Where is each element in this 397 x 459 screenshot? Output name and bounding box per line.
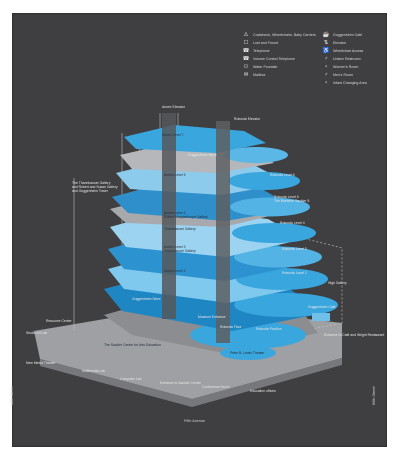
entrance-cafe-label: Entrance to Café and Wright Restaurant — [324, 333, 385, 337]
rotunda-level-6-label: Rotunda Level 6 — [270, 173, 295, 177]
rotunda-elevator-core — [216, 121, 230, 343]
conference-room-label: Conference Room — [202, 385, 230, 389]
legend-label: Elevator — [333, 41, 347, 45]
water-fountain-icon: ⚇ — [243, 64, 249, 70]
new-media-theater-label: New Media Theater — [26, 361, 56, 365]
rotunda-floor-label: Rotunda Floor — [220, 325, 242, 329]
legend-label: Coatcheck, Wheelchairs, Baby Carriers — [253, 33, 316, 37]
legend-item: ♂ Unisex Restroom — [322, 55, 367, 63]
street-left-label: 88th Street — [10, 386, 14, 405]
street-right-label: 89th Street — [372, 386, 376, 405]
annex-level-2-label: Annex Level 2 — [164, 269, 186, 273]
rotunda-level-4-label: Rotunda Level 4 — [280, 221, 305, 225]
annex-level-5-label: Annex Level 5 — [164, 173, 186, 177]
mailbox-icon: ✉ — [243, 72, 249, 78]
legend-label: Mailbox — [253, 73, 266, 77]
resource-center-label: Resource Center — [46, 319, 72, 323]
theater-disc — [220, 346, 276, 360]
legend-label: Infant Changing Area — [333, 81, 367, 85]
thannhauser-line-1: The Thannhauser Gallery — [72, 181, 111, 185]
legend-item: ⚇ Water Fountain — [242, 63, 316, 71]
high-gallery-label: High Gallery — [328, 281, 347, 285]
legend-label: Water Fountain — [253, 65, 278, 69]
cafe-block — [312, 313, 330, 321]
avenue-label: Fifth Avenue — [184, 419, 206, 423]
annex-level-4-sub-label: Robert Mapplethorpe Gallery — [164, 215, 208, 219]
map-board: ⚠ Coatcheck, Wheelchairs, Baby Carriers ☐… — [10, 13, 387, 447]
rotunda-level-5-sub-label: The Mortimer Sackler 5 — [274, 199, 310, 203]
wheelchair-icon: ♿ — [322, 48, 330, 54]
rotunda-level-4-disc — [234, 246, 322, 268]
volume-control-telephone-icon: ☎ — [242, 56, 250, 62]
legend-item: ⚠ Coatcheck, Wheelchairs, Baby Carriers — [242, 31, 316, 39]
legend-right-column: ☕Guggenheim Café ⇅ Elevator ♿Wheelchair A… — [322, 31, 367, 87]
education-offices-label: Education offices — [250, 389, 276, 393]
floor-slabs — [104, 125, 338, 353]
legend-label: Volume Control Telephone — [253, 57, 296, 61]
elevator-icon: ⇅ — [323, 40, 329, 46]
legend-label: Men's Room — [333, 73, 354, 77]
mens-room-icon: ♂ — [323, 72, 329, 78]
legend-label: Unisex Restroom — [333, 57, 361, 61]
rotunda-level-5-label: Rotunda Level 5 — [274, 195, 299, 199]
thannhauser-gallery-3-label: Thannhauser Gallery — [164, 249, 196, 253]
cafe-icon: ☕ — [322, 32, 330, 38]
annex-level-3-label: Annex Level 3 — [164, 245, 186, 249]
changing-area-icon: ♀ — [323, 80, 329, 86]
restroom-icon: ♂ — [323, 56, 329, 62]
rotunda-level-2-label: Rotunda Level 2 — [282, 271, 307, 275]
coatcheck-icon: ⚠ — [243, 32, 249, 38]
annex-level-4-label: Annex Level 4 — [164, 211, 186, 215]
legend-left-column: ⚠ Coatcheck, Wheelchairs, Baby Carriers ☐… — [242, 31, 316, 79]
legend-item: ✉ Mailbox — [242, 71, 316, 79]
legend-label: Guggenheim Café — [333, 33, 363, 37]
legend-item: ♿Wheelchair Access — [322, 47, 367, 55]
annex-elevator-label: Annex Elevator — [162, 105, 185, 109]
legend-item: ♀ Women's Room — [322, 63, 367, 71]
womens-room-icon: ♀ — [323, 64, 329, 70]
multimedia-lab-label: Multimedia Lab — [82, 369, 105, 373]
rotunda-level-2-disc — [234, 293, 338, 317]
annex-level-7-slab — [124, 125, 266, 153]
thannhauser-gallery-4-label: Thannhauser Gallery — [164, 227, 196, 231]
legend-item: ☐ Lost and Found — [242, 39, 316, 47]
rotunda-level-7-disc — [228, 172, 300, 190]
thannhauser-line-3: and Guggenheim Tower — [72, 189, 108, 193]
thannhauser-line-2: and Robert and Susan Gallery — [72, 185, 118, 189]
guggenheim-store-top-label: Guggenheim Store — [188, 153, 217, 157]
legend-item: ☕Guggenheim Café — [322, 31, 367, 39]
lost-found-icon: ☐ — [243, 40, 249, 46]
rotunda-elevator-label: Rotunda Elevator — [234, 117, 261, 121]
sackler-center-label: The Sackler Center for Arts Education — [104, 343, 161, 347]
legend-label: Women's Room — [333, 65, 359, 69]
peter-lewis-theater-label: Peter B. Lewis Theater — [230, 351, 265, 355]
legend-label: Lost and Found — [253, 41, 278, 45]
annex-elevator-core — [162, 113, 176, 319]
rotunda-level-3-label: Rotunda Level 3 — [282, 247, 307, 251]
legend-item: ⇅ Elevator — [322, 39, 367, 47]
guggenheim-store-bottom-label: Guggenheim Store — [132, 297, 161, 301]
studio-art-lab-label: Studio Art Lab — [26, 331, 48, 335]
rotunda-pavilion-label: Rotunda Pavilion — [256, 327, 282, 331]
legend-item: ☎Telephone — [242, 47, 316, 55]
legend-label: Telephone — [253, 49, 270, 53]
museum-cutaway-diagram — [34, 113, 343, 407]
entrance-sackler-label: Entrance to Sackler Center — [160, 381, 201, 385]
annex-level-7-label: Annex Level 7 — [162, 133, 184, 137]
rotunda-top-disc — [224, 147, 288, 163]
museum-entrance-label: Museum Entrance — [198, 315, 226, 319]
computer-lab-label: Computer Lab — [120, 377, 142, 381]
legend-item: ♂ Men's Room — [322, 71, 367, 79]
legend-item: ♀ Infant Changing Area — [322, 79, 367, 87]
legend-item: ☎Volume Control Telephone — [242, 55, 316, 63]
rotunda-level-5-disc — [232, 223, 316, 243]
telephone-icon: ☎ — [242, 48, 250, 54]
legend-label: Wheelchair Access — [333, 49, 364, 53]
guggenheim-cafe-label: Guggenheim Café — [308, 305, 336, 309]
rotunda-level-6-disc — [230, 197, 310, 217]
